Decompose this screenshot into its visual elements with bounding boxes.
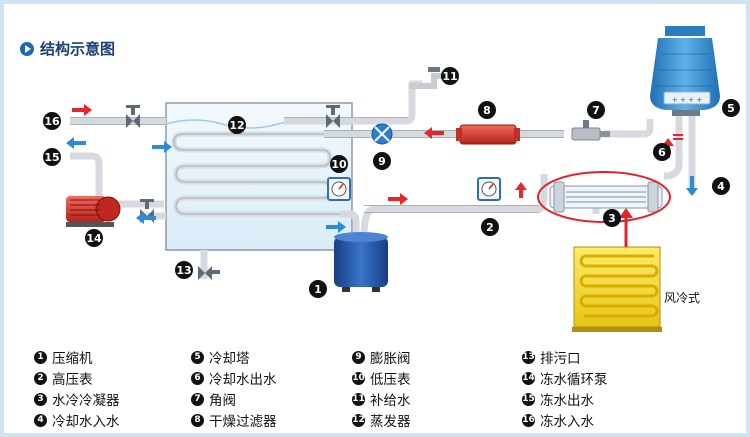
svg-text:13: 13 <box>176 264 191 277</box>
water-cooled-condenser <box>537 171 671 223</box>
drier-filter <box>456 124 520 145</box>
play-icon <box>20 41 34 56</box>
svg-text:2: 2 <box>486 221 494 234</box>
callout-3: 3 <box>603 209 621 227</box>
compressor <box>334 232 388 292</box>
pressure-gauge-icon <box>327 177 501 201</box>
callout-2: 2 <box>481 218 499 236</box>
svg-text:14: 14 <box>86 232 102 245</box>
callout-1: 1 <box>309 280 327 298</box>
air-cooled-condenser <box>572 208 662 332</box>
callout-7: 7 <box>587 101 605 119</box>
section-title-text: 结构示意图 <box>40 40 116 58</box>
svg-text:12: 12 <box>229 119 244 132</box>
svg-text:+ + + +: + + + + <box>672 96 702 104</box>
cooling-tower: + + + + <box>650 26 720 116</box>
pipe-outlines <box>70 117 564 213</box>
svg-text:11: 11 <box>442 70 457 83</box>
callout-markers: 1 2 3 4 5 6 7 8 9 10 11 12 13 14 15 16 <box>43 67 740 298</box>
svg-text:5: 5 <box>727 102 735 115</box>
svg-text:8: 8 <box>483 104 491 117</box>
callout-10: 10 <box>330 155 348 173</box>
valve-icon <box>126 105 340 280</box>
callout-5: 5 <box>722 99 740 117</box>
air-cooled-label: 风冷式 <box>664 291 701 305</box>
svg-text:1: 1 <box>314 283 322 296</box>
svg-text:10: 10 <box>331 158 347 171</box>
callout-11: 11 <box>441 67 459 85</box>
faucet-icon <box>409 67 444 89</box>
callout-6: 6 <box>653 143 671 161</box>
callout-4: 4 <box>712 177 730 195</box>
callout-15: 15 <box>43 148 61 166</box>
evaporator-tank <box>165 102 353 251</box>
chilled-water-pump <box>66 196 121 227</box>
svg-text:3: 3 <box>608 212 616 225</box>
expansion-valve-icon <box>371 123 393 145</box>
svg-text:4: 4 <box>717 180 725 193</box>
svg-text:6: 6 <box>658 146 666 159</box>
svg-text:16: 16 <box>44 115 60 128</box>
chiller-structure-diagram: + + + + 1 2 3 4 5 6 7 8 9 10 11 <box>43 26 740 332</box>
section-title: 结构示意图 <box>20 38 115 59</box>
angle-valve-icon <box>571 120 610 141</box>
svg-text:7: 7 <box>592 104 600 117</box>
callout-13: 13 <box>175 261 193 279</box>
callout-8: 8 <box>478 101 496 119</box>
callout-16: 16 <box>43 112 61 130</box>
water-arrow-icon <box>66 137 698 233</box>
svg-text:9: 9 <box>378 155 386 168</box>
callout-12: 12 <box>228 116 246 134</box>
svg-text:15: 15 <box>44 151 59 164</box>
callout-14: 14 <box>85 229 103 247</box>
callout-9: 9 <box>373 152 391 170</box>
